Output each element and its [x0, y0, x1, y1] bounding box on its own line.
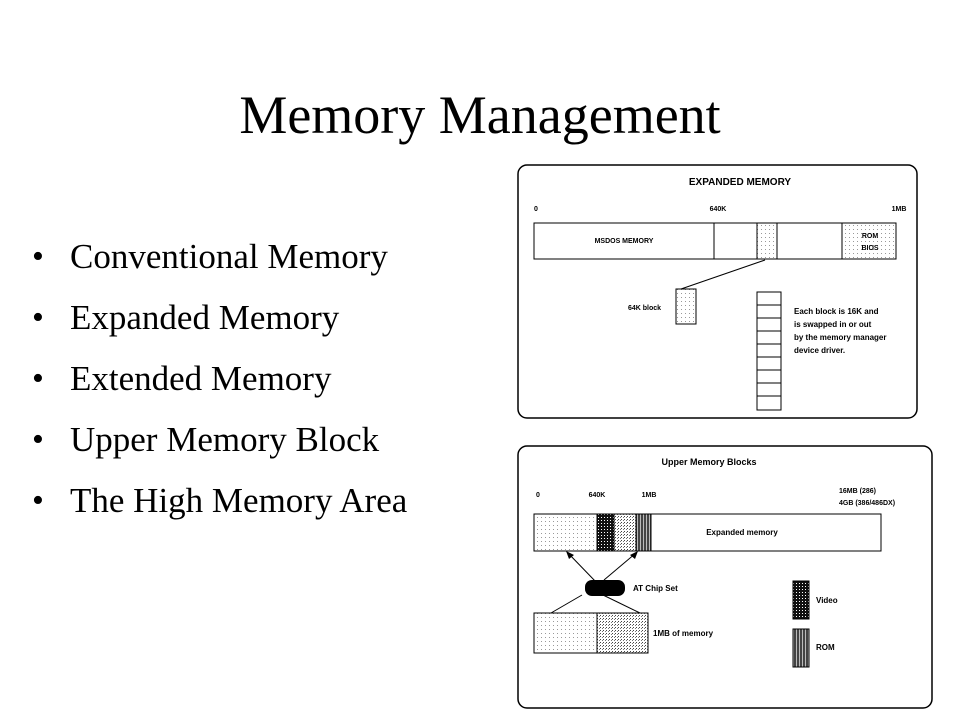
expanded-memory-diagram: EXPANDED MEMORY 0 640K 1MB MSDOS MEMORY …	[517, 164, 918, 419]
scale-label-640k: 640K	[589, 492, 606, 499]
note-line: is swapped in or out	[794, 320, 872, 329]
bullet-list: • Conventional Memory • Expanded Memory • E…	[32, 226, 407, 531]
scale-label-0: 0	[534, 206, 538, 213]
legend-rom-label: ROM	[816, 643, 835, 652]
64k-block-label: 64K block	[628, 305, 661, 312]
legend-video-swatch	[792, 580, 810, 620]
conventional-segment	[533, 513, 598, 552]
note-line: Each block is 16K and	[794, 307, 879, 316]
upper-limit-286-label: 16MB (286)	[839, 488, 876, 495]
bullet-item: • Conventional Memory	[32, 226, 407, 287]
bullet-text: Extended Memory	[70, 358, 332, 398]
rom-label: ROM	[862, 233, 879, 240]
bullet-marker: •	[32, 298, 44, 336]
umb-segment	[613, 513, 637, 552]
legend-video-label: Video	[816, 596, 838, 605]
64k-block	[675, 288, 697, 325]
physical-conventional-segment	[533, 612, 598, 654]
bullet-text: The High Memory Area	[70, 480, 408, 520]
bios-label: BIOS	[861, 245, 878, 252]
bullet-item: • The High Memory Area	[32, 470, 407, 531]
bullet-text: Conventional Memory	[70, 236, 388, 276]
bullet-marker: •	[32, 359, 44, 397]
umb-diagram-frame	[517, 445, 933, 709]
connector-line	[680, 259, 766, 290]
bullet-marker: •	[32, 481, 44, 519]
video-segment	[596, 513, 615, 552]
umb-diagram-title: Upper Memory Blocks	[661, 457, 756, 467]
note-line: device driver.	[794, 346, 845, 355]
expanded-diagram-frame	[517, 164, 918, 419]
rom-bios-segment	[841, 222, 897, 260]
scale-label-1mb: 1MB	[642, 492, 657, 499]
bullet-marker: •	[32, 237, 44, 275]
bullet-item: • Expanded Memory	[32, 287, 407, 348]
upper-memory-blocks-diagram: Upper Memory Blocks 0 640K 1MB 16MB (286…	[517, 445, 933, 709]
bullet-text: Expanded Memory	[70, 297, 340, 337]
rom-segment	[635, 513, 652, 552]
scale-label-640k: 640K	[710, 206, 727, 213]
legend-rom-swatch	[792, 628, 810, 668]
at-chip-set-label: AT Chip Set	[633, 584, 678, 593]
physical-extra-segment	[596, 612, 649, 654]
bullet-text: Upper Memory Block	[70, 419, 380, 459]
1mb-memory-label: 1MB of memory	[653, 629, 714, 638]
msdos-memory-label: MSDOS MEMORY	[595, 238, 654, 245]
bullet-item: • Upper Memory Block	[32, 409, 407, 470]
note-line: by the memory manager	[794, 333, 886, 342]
expanded-diagram-title: EXPANDED MEMORY	[689, 177, 792, 188]
bullet-marker: •	[32, 420, 44, 458]
arrowheads	[566, 551, 638, 559]
bullet-item: • Extended Memory	[32, 348, 407, 409]
expanded-memory-label: Expanded memory	[706, 528, 778, 537]
upper-limit-386-label: 4GB (386/486DX)	[839, 500, 895, 507]
at-chip-set	[585, 580, 625, 596]
page-stack-dividers	[757, 304, 781, 397]
slide-title: Memory Management	[239, 85, 721, 145]
mapping-arrows	[550, 552, 641, 614]
scale-label-1mb: 1MB	[892, 206, 907, 213]
page-stack	[756, 291, 782, 411]
page-frame-segment	[756, 222, 778, 260]
scale-label-0: 0	[536, 492, 540, 499]
